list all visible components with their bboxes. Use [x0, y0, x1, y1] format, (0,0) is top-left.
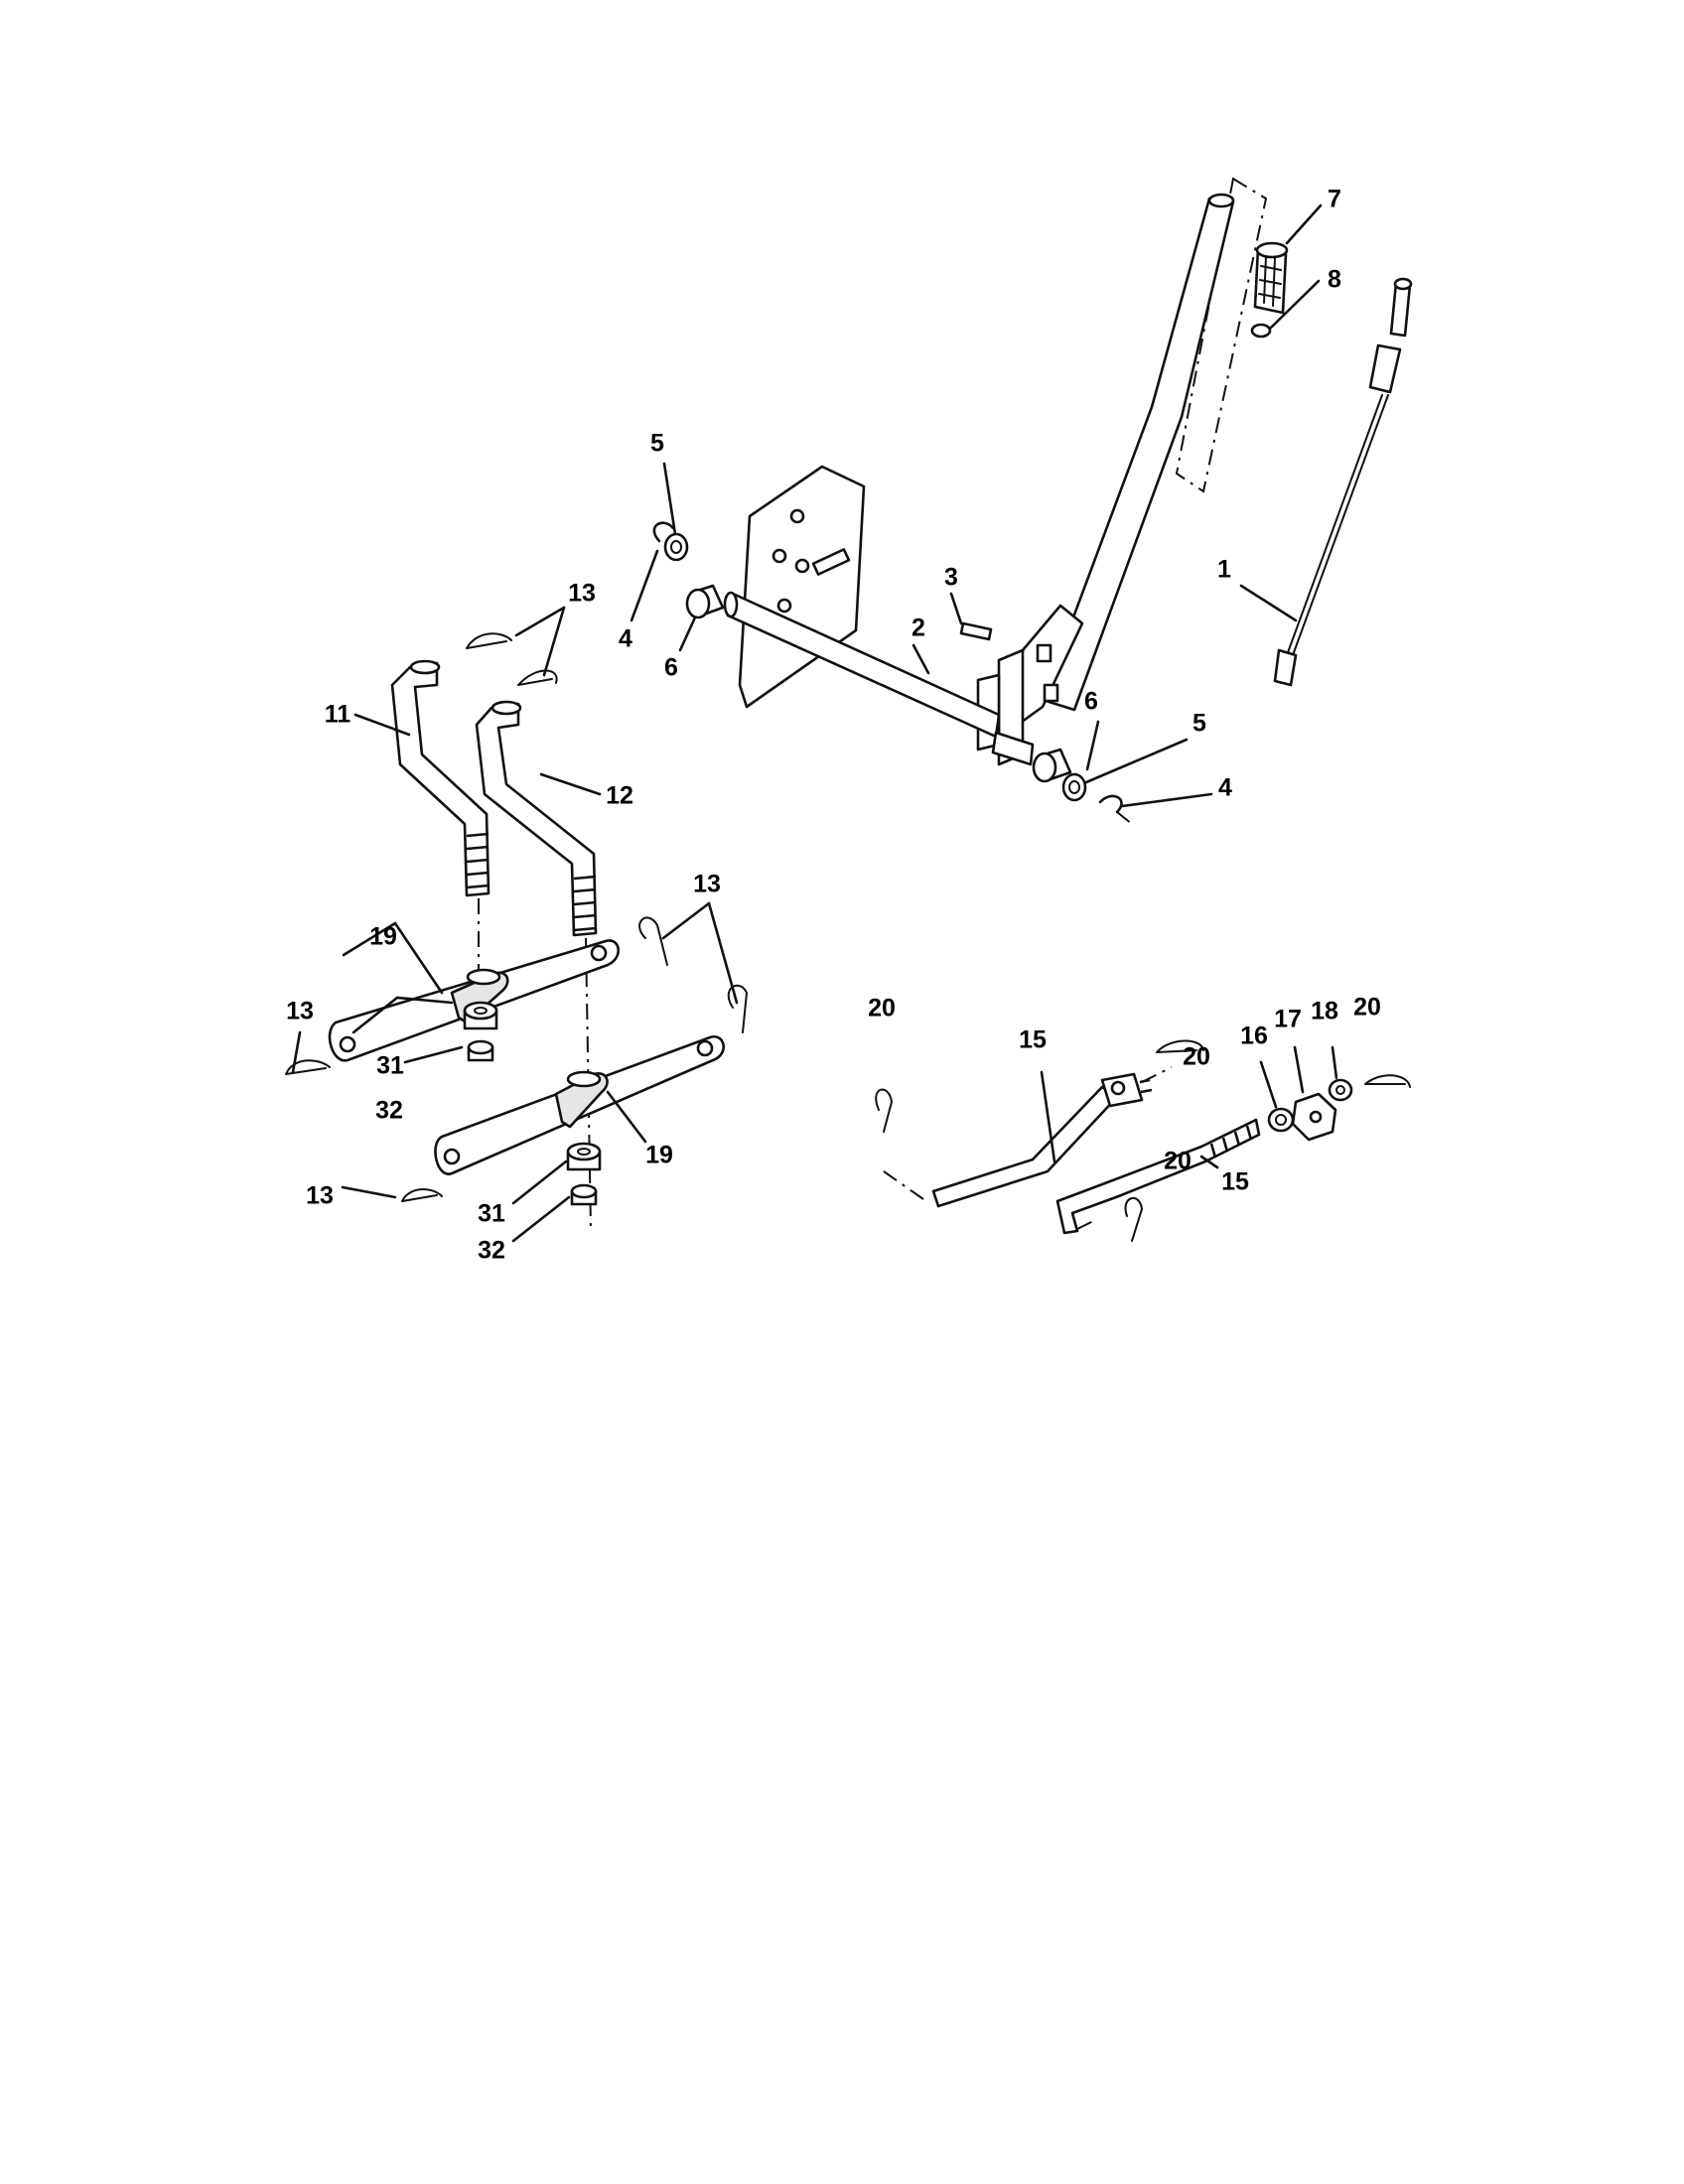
callout-32-upper: 32: [375, 1097, 403, 1125]
lift-cable: [1273, 277, 1413, 687]
callout-19-lower: 19: [645, 1142, 673, 1169]
leader-lines: [291, 204, 1338, 1243]
cross-shaft: [723, 591, 1035, 766]
handle-grip: [1253, 241, 1289, 315]
hairpin-clip-13-mid-a: [638, 916, 668, 966]
hairpin-clip-13-upper-b: [517, 669, 558, 686]
roll-pin: [959, 621, 993, 641]
callout-6-right: 6: [1084, 688, 1098, 716]
ferrule-block-17: [1291, 1092, 1337, 1142]
callout-labels: 1 2 3 4 5 6 6 5 4 7 8 13 11 12 13 19 13 …: [286, 186, 1381, 1265]
callout-13-bottom: 13: [306, 1182, 334, 1210]
callout-20-right: 20: [1353, 994, 1381, 1022]
callout-20-left: 20: [868, 995, 896, 1023]
callout-5-left: 5: [650, 430, 664, 458]
callout-16: 16: [1240, 1023, 1268, 1050]
spacer-16: [1267, 1107, 1295, 1133]
spacer-31-lower: [566, 1142, 602, 1171]
callout-3: 3: [944, 564, 958, 592]
callout-5-right: 5: [1193, 710, 1206, 738]
hairpin-clip-13-upper-a: [466, 632, 512, 649]
lift-arm-lower: [434, 1035, 725, 1175]
nut-18: [1328, 1078, 1353, 1102]
hairpin-clip-20-upper: [1156, 1039, 1204, 1053]
callout-8: 8: [1328, 266, 1341, 294]
lift-lever: [976, 193, 1235, 766]
callout-4-left: 4: [619, 625, 632, 653]
callout-7: 7: [1328, 186, 1341, 213]
callout-6-left: 6: [664, 654, 678, 682]
nut-32-upper: [467, 1039, 494, 1062]
lift-link-11: [390, 659, 491, 993]
bushing-right: [1032, 748, 1072, 783]
retaining-ring-right: [1098, 794, 1133, 825]
hairpin-clip-13-mid-b: [727, 984, 749, 1033]
callout-31-lower: 31: [478, 1200, 505, 1228]
callout-18: 18: [1311, 998, 1338, 1025]
callout-1: 1: [1217, 556, 1231, 584]
grip-insert: [1250, 323, 1272, 339]
washer-left: [663, 532, 689, 562]
drag-link-lower: [1055, 1118, 1261, 1235]
callout-19-upper: 19: [369, 923, 397, 951]
retaining-ring-left: [652, 521, 675, 543]
grip-kit-outline: [1175, 177, 1268, 493]
hairpin-clip-20-right: [1364, 1074, 1411, 1088]
hairpin-clip-20-left: [875, 1088, 894, 1133]
callout-31-upper: 31: [376, 1052, 404, 1080]
callout-11: 11: [325, 701, 351, 729]
callout-20-bottom: 20: [1164, 1148, 1192, 1175]
callout-17: 17: [1274, 1006, 1302, 1033]
hairpin-clip-20-bottom: [1124, 1197, 1144, 1242]
callout-20-upper: 20: [1183, 1043, 1210, 1071]
callout-4-right: 4: [1218, 774, 1232, 802]
callout-13-left: 13: [286, 998, 314, 1025]
callout-13-upper: 13: [568, 580, 596, 608]
washer-right: [1061, 772, 1087, 802]
callout-15-upper: 15: [1019, 1026, 1047, 1054]
callout-32-lower: 32: [478, 1237, 505, 1265]
drag-link-upper: [883, 1066, 1173, 1208]
callout-12: 12: [606, 782, 633, 810]
spacer-31-upper: [463, 1001, 498, 1030]
bushing-left: [685, 584, 725, 619]
mounting-plate: [738, 465, 866, 709]
callout-13-mid: 13: [693, 871, 721, 898]
hairpin-clip-13-bottom: [401, 1188, 443, 1202]
callout-15-lower: 15: [1221, 1168, 1249, 1196]
nut-32-lower: [570, 1183, 598, 1206]
callout-2: 2: [912, 614, 925, 642]
